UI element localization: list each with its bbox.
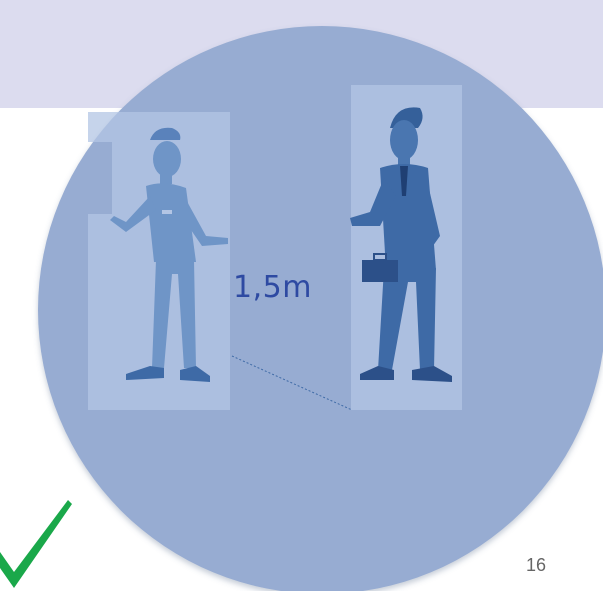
checkmark-icon [0,500,72,588]
page-number: 16 [526,555,546,576]
distance-label: 1,5m [233,270,312,305]
